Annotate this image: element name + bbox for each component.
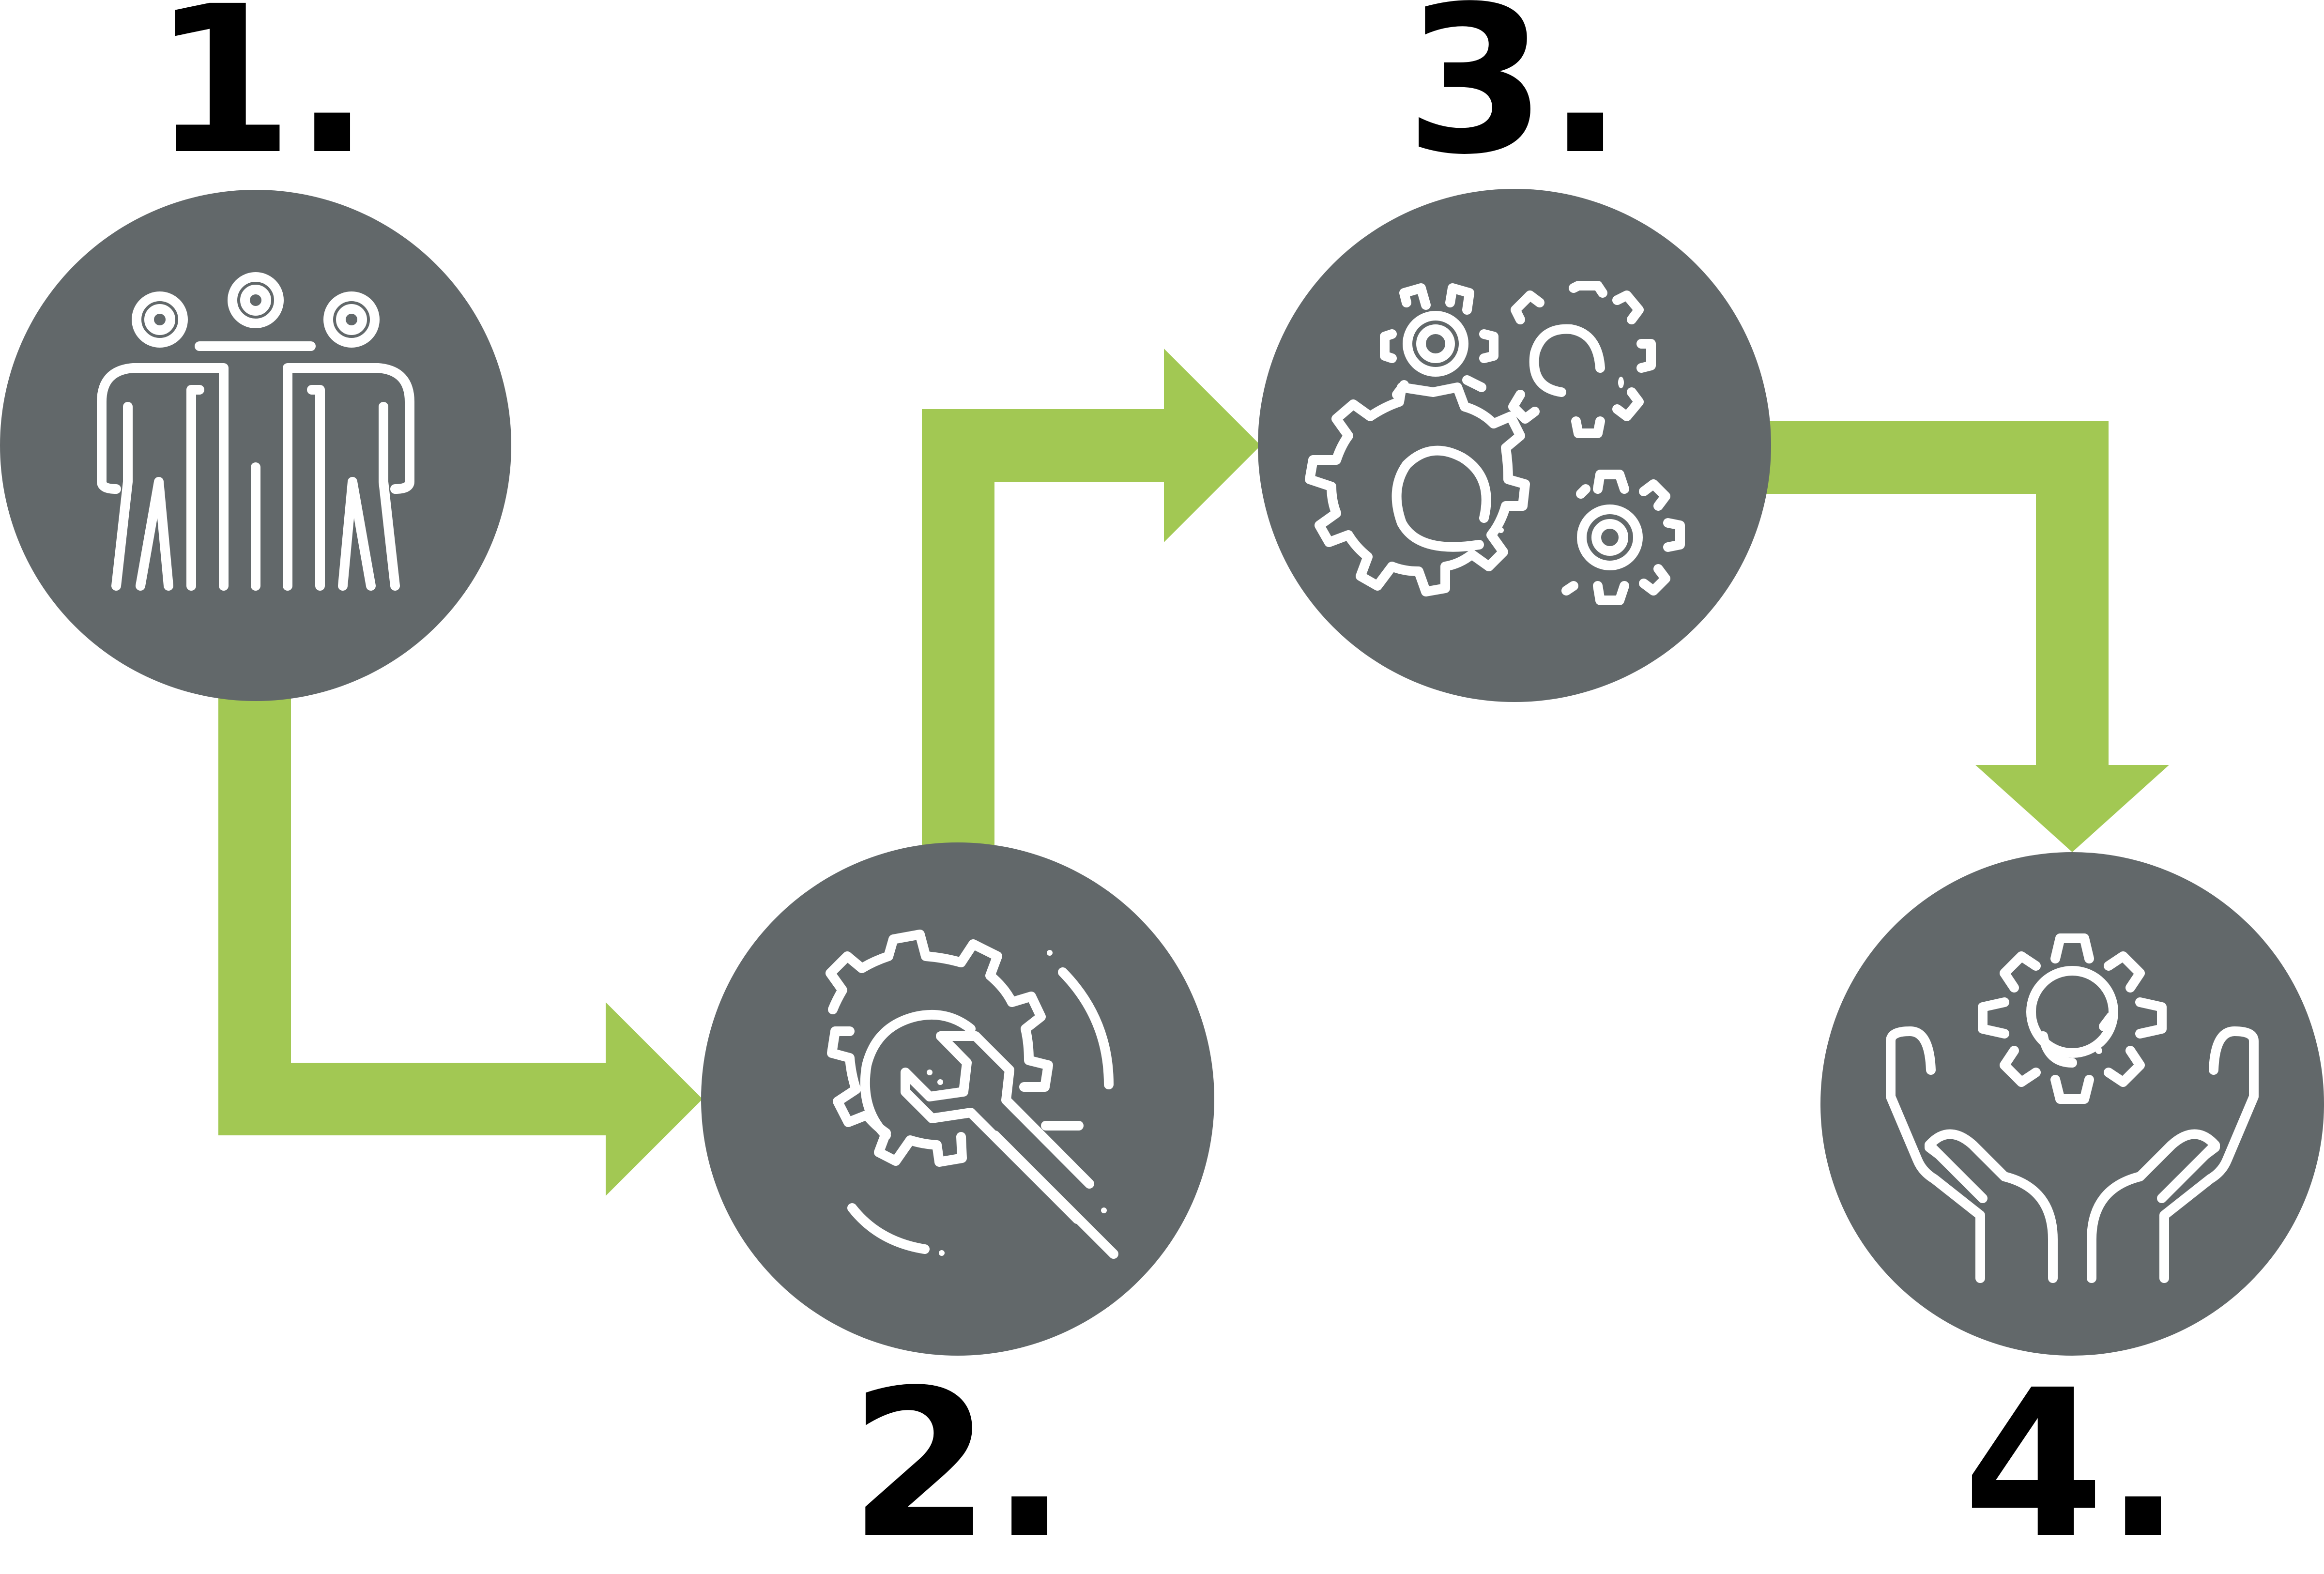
step-number: 3. bbox=[1405, 0, 1624, 199]
arrow-step1-to-step2 bbox=[218, 668, 703, 1196]
step-number: 4. bbox=[1963, 1346, 2182, 1574]
step-4: 4. bbox=[1820, 852, 2324, 1574]
step-1: 1. bbox=[0, 0, 511, 701]
hands-gear-icon bbox=[1886, 933, 2259, 1283]
people-group-icon bbox=[97, 272, 414, 591]
gears-icon bbox=[1305, 281, 1685, 605]
wrench-gear-icon bbox=[826, 930, 1118, 1259]
step-2: 2. bbox=[701, 842, 1214, 1574]
connector-arrows bbox=[218, 349, 2169, 1196]
step-number: 1. bbox=[152, 0, 371, 199]
arrow-step2-to-step3 bbox=[922, 349, 1261, 857]
step-number: 2. bbox=[849, 1346, 1068, 1574]
arrow-step3-to-step4 bbox=[1738, 421, 2169, 852]
step-circle bbox=[0, 190, 511, 701]
step-circle bbox=[701, 842, 1214, 1356]
step-3: 3. bbox=[1258, 0, 1771, 702]
